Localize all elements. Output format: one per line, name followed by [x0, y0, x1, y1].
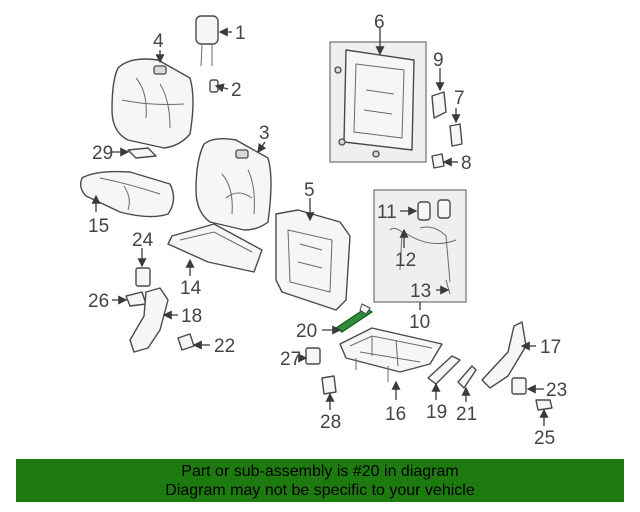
- callout-27: 27: [280, 349, 301, 370]
- callout-25: 25: [534, 428, 555, 449]
- part-4-seat-back[interactable]: [111, 58, 194, 149]
- part-17-side-cover[interactable]: [481, 321, 527, 389]
- callout-20: 20: [296, 321, 317, 342]
- callout-5: 5: [304, 180, 315, 201]
- callout-26: 26: [88, 291, 109, 312]
- callout-4: 4: [153, 31, 164, 52]
- part-27-cover[interactable]: [305, 347, 321, 365]
- part-19-rail-cover[interactable]: [427, 355, 461, 385]
- callout-8: 8: [461, 153, 472, 174]
- callout-12: 12: [395, 250, 416, 271]
- callout-11: 11: [377, 202, 397, 223]
- part-5-seat-back-frame[interactable]: [275, 209, 351, 311]
- fitment-notice-banner: Part or sub-assembly is #20 in diagram D…: [16, 459, 624, 502]
- callout-3: 3: [259, 123, 270, 144]
- callout-29: 29: [92, 143, 113, 164]
- part-16-seat-track-frame[interactable]: [339, 327, 443, 382]
- part-3-seat-back[interactable]: [195, 137, 272, 231]
- part-28-cover[interactable]: [321, 375, 337, 395]
- callout-16: 16: [385, 404, 406, 425]
- callout-9: 9: [433, 50, 444, 71]
- callout-labels: 1 2 3 4 5 6 7 8 9 10 11 12 13 14 15 16 1…: [88, 12, 567, 449]
- callout-23: 23: [546, 380, 567, 401]
- callout-7: 7: [454, 88, 465, 109]
- callout-1: 1: [235, 23, 246, 44]
- callout-24: 24: [132, 230, 154, 251]
- part-29-bracket[interactable]: [127, 147, 157, 159]
- callout-10: 10: [409, 312, 430, 333]
- part-11-lever-knob[interactable]: [417, 199, 451, 221]
- callout-28: 28: [320, 412, 341, 433]
- callout-14: 14: [180, 278, 202, 299]
- part-21-rail-cover[interactable]: [457, 365, 477, 389]
- callout-17: 17: [540, 337, 561, 358]
- part-15-seat-cushion[interactable]: [79, 170, 175, 218]
- callout-2: 2: [231, 80, 242, 101]
- part-7-trim-cover[interactable]: [449, 123, 463, 147]
- part-1-headrest[interactable]: [195, 15, 219, 67]
- part-26-clip[interactable]: [125, 291, 147, 307]
- part-6-backrest-frame[interactable]: [343, 49, 415, 151]
- part-23-cap[interactable]: [511, 377, 527, 395]
- part-24-bracket[interactable]: [135, 267, 151, 287]
- banner-line-2: Diagram may not be specific to your vehi…: [165, 482, 475, 499]
- callout-22: 22: [214, 336, 235, 357]
- part-8-clip[interactable]: [431, 153, 445, 169]
- part-22-cap[interactable]: [177, 333, 195, 351]
- leader-lines: [91, 27, 549, 426]
- part-14-seat-cushion-pan[interactable]: [167, 223, 263, 273]
- part-9-trim-cover[interactable]: [431, 91, 447, 119]
- callout-15: 15: [88, 216, 109, 237]
- callout-21: 21: [456, 404, 477, 425]
- banner-line-1: Part or sub-assembly is #20 in diagram: [181, 463, 459, 480]
- part-25-clip[interactable]: [535, 399, 553, 411]
- callout-6: 6: [374, 12, 385, 33]
- callout-13: 13: [410, 281, 431, 302]
- part-6-bolts: [334, 66, 380, 158]
- callout-19: 19: [426, 402, 447, 423]
- part-20-highlighted[interactable]: [334, 303, 374, 333]
- callout-18: 18: [181, 306, 202, 327]
- part-18-side-cover[interactable]: [129, 287, 169, 353]
